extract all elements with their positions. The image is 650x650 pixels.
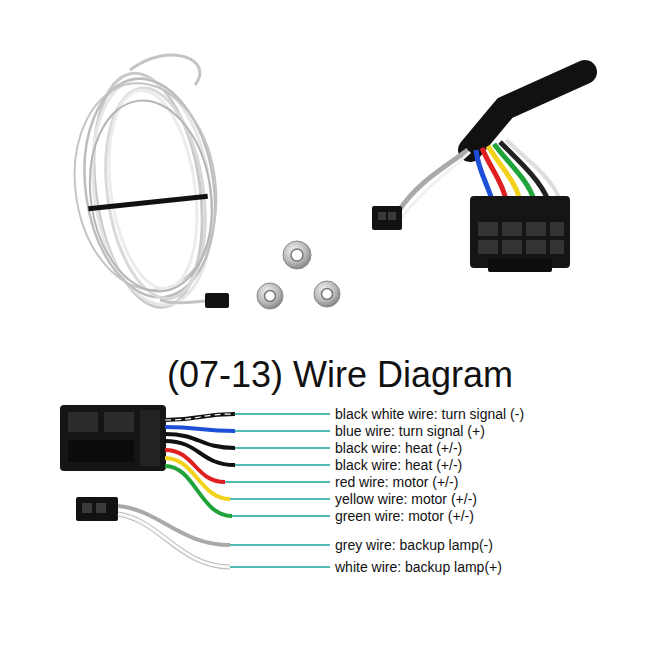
illustration-part [265, 291, 276, 302]
illustration-part [378, 212, 386, 220]
illustration-part [78, 93, 224, 300]
illustration-part [257, 283, 283, 309]
wire-bundle [165, 414, 235, 516]
wire-label: grey wire: backup lamp(-) [335, 536, 493, 554]
illustration-part [232, 515, 330, 517]
illustration-part [291, 249, 303, 261]
illustration-part [470, 72, 585, 150]
main-connector [60, 405, 166, 471]
illustration-part [283, 241, 311, 269]
leader-lines [225, 414, 330, 567]
plug-connector [205, 293, 229, 308]
illustration-part [388, 212, 396, 220]
illustration-part [165, 466, 232, 516]
illustration-part [225, 481, 330, 483]
illustration-part [62, 74, 230, 299]
illustration-part [118, 506, 230, 545]
wire-label: black wire: heat (+/-) [335, 456, 462, 474]
wire-label: yellow wire: motor (+/-) [335, 490, 477, 508]
illustration-part [502, 240, 522, 254]
illustration-part [235, 430, 330, 432]
cable-tie [88, 194, 208, 212]
illustration-part [230, 566, 330, 568]
illustration-part [118, 514, 230, 567]
washer [283, 241, 311, 269]
diagram-title: (07-13) Wire Diagram [20, 354, 650, 396]
cable-coil [60, 64, 231, 317]
washer [257, 283, 283, 309]
illustration-part [79, 71, 226, 313]
illustration-part [550, 240, 564, 254]
illustration-part [235, 447, 330, 449]
cable-tail [130, 55, 200, 85]
illustration-part [322, 289, 333, 300]
illustration-part [60, 405, 166, 471]
illustration-part [68, 412, 98, 432]
washer [314, 281, 340, 307]
illustration-part [478, 240, 498, 254]
illustration-part [506, 140, 560, 200]
illustration-part [140, 410, 160, 466]
wire-label: blue wire: turn signal (+) [335, 422, 485, 440]
wire-label: red wire: motor (+/-) [335, 473, 458, 491]
illustration-part [165, 414, 235, 420]
illustration-part [235, 413, 330, 415]
illustration-part [96, 503, 106, 513]
illustration-part [488, 258, 552, 272]
wire-label: white wire: backup lamp(+) [335, 558, 502, 576]
illustration-part [402, 152, 470, 218]
lamp-connector [76, 497, 230, 567]
illustration-part [165, 427, 235, 431]
illustration-part [104, 412, 134, 432]
illustration-part [76, 497, 118, 521]
harness [372, 72, 585, 272]
illustration-part [235, 464, 330, 466]
illustration-part [314, 281, 340, 307]
illustration-part [118, 514, 230, 567]
illustration-part [502, 222, 522, 236]
illustration-part [478, 222, 498, 236]
wire-label: green wire: motor (+/-) [335, 507, 474, 525]
illustration-part [550, 222, 564, 236]
illustration-part [398, 150, 468, 212]
illustration-part [372, 206, 402, 230]
cable-tail [160, 300, 206, 303]
illustration-part [165, 414, 235, 420]
illustration-part [470, 196, 570, 268]
wire-label: black wire: heat (+/-) [335, 439, 462, 457]
illustration-part [230, 544, 330, 546]
illustration-part [68, 440, 134, 462]
wire-label: black white wire: turn signal (-) [335, 405, 524, 423]
illustration-part [82, 503, 92, 513]
illustration-part [526, 222, 546, 236]
illustration-part [526, 240, 546, 254]
illustration-part [230, 498, 330, 500]
